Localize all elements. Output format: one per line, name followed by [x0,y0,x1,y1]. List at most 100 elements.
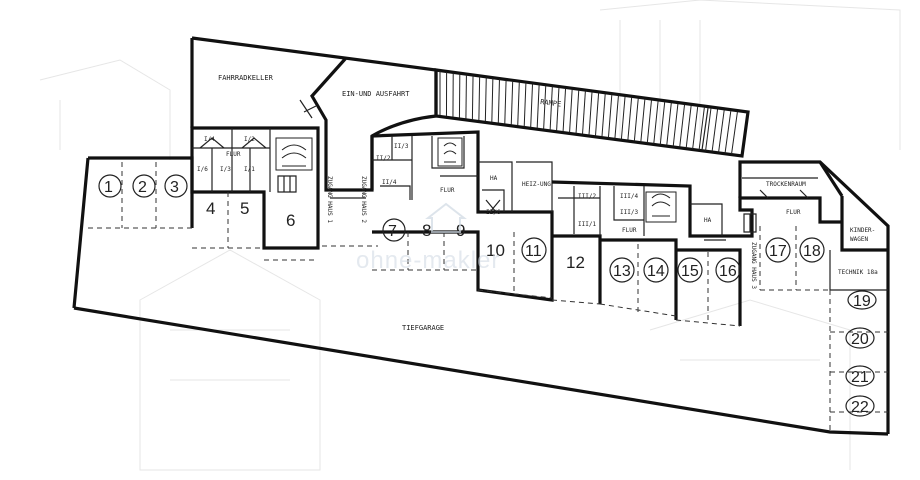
tiefgarage-label: TIEFGARAGE [402,324,444,332]
space-3: 3 [170,179,179,196]
einfahrt-label: EIN-UND AUSFAHRT [342,90,410,98]
space-17: 17 [769,243,787,260]
space-14-circle [643,257,669,283]
ramp-hatch-line [569,89,573,133]
kinderwagen-label-1: KINDER- [850,227,875,234]
ramp-hatch-line [530,83,534,128]
ramp-hatch-line [659,101,666,145]
flur-house3a: FLUR [622,227,637,234]
ha-house2: HA [490,175,498,182]
space-2-circle [132,174,156,198]
ramp-hatch-line [666,102,672,146]
ramp-hatch-line [705,108,712,151]
space-7-circle [382,218,406,242]
space-14: 14 [647,263,665,280]
cellar-I-3: I/3 [220,166,231,173]
ramp-hatch-line [465,74,467,119]
watermark-text: ohne-makler [356,247,500,274]
ramp-hatch-line [562,88,567,132]
cellar-I-2: I/2 [244,136,255,143]
ramp-hatch-line [698,107,705,150]
ramp-hatch-line [731,112,738,155]
stair-house2 [437,137,463,167]
house2-block: II/3 II/2 II/4 II/6 FLUR HA HEIZ-UNG [370,130,554,302]
ramp-hatch-line [620,96,626,140]
ramp-hatch-line [711,109,719,152]
ramp-hatch-line [478,76,481,121]
space-1-circle [98,174,122,198]
space-20: 20 [851,331,869,348]
ramp-label: RAMPE [540,98,562,109]
space-22-circle [845,395,875,417]
space-22: 22 [851,399,869,416]
space-17-circle [765,237,791,263]
ramp-hatch-line [685,105,692,149]
cellar-I-4: I/4 [204,136,215,143]
flur-house2: FLUR [440,187,455,194]
ramp-hatch-line [679,104,686,148]
ramp-hatch-line [504,80,507,124]
ramp: RAMPE [434,68,750,158]
space-21-circle [845,365,875,387]
service-rooms: TROCKENRAUM KINDER- WAGEN TECHNIK 18a [742,177,888,291]
space-2: 2 [138,179,147,196]
space-4: 4 [206,199,215,218]
ramp-hatch-line [633,98,639,142]
space-19-circle [847,290,877,310]
cellar-III-4: III/4 [620,193,638,200]
cellar-I-1: I/1 [244,166,255,173]
heizung-label: HEIZ-UNG [522,181,551,188]
space-12: 12 [566,253,585,272]
fahrradkeller-label: FAHRRADKELLER [218,74,274,82]
space-20-circle [845,327,875,349]
zugang-haus3: ZUGANG HAUS 3 [750,242,757,289]
ramp-hatch-line [672,103,679,147]
ramp-hatch-line [640,99,646,143]
space-10: 10 [486,241,505,260]
space-19: 19 [853,293,871,310]
space-18: 18 [803,243,821,260]
flur-house1: FLUR [226,151,241,158]
cellar-II-6: II/6 [486,209,501,216]
stair-house1 [275,137,313,171]
cellar-I-6: I/6 [197,166,208,173]
space-21: 21 [851,369,869,386]
cellar-II-4: II/4 [382,179,397,186]
cellar-II-2: II/2 [376,155,391,162]
trockenraum-label: TROCKENRAUM [766,181,806,188]
ramp-hatch-line [582,91,586,135]
space-6: 6 [286,211,295,230]
ha-house3: HA [704,217,712,224]
watermark: ohne-makler [356,202,500,274]
ramp-hatch-line [653,101,659,144]
space-3-circle [164,174,188,198]
ramp-hatch-line [601,93,606,137]
cellar-III-2: III/2 [578,193,596,200]
ramp-hatch-line [491,78,494,122]
ramp-hatch-line [718,110,725,153]
ramp-hatch-line [556,87,560,131]
space-13: 13 [613,263,631,280]
space-11: 11 [525,243,542,260]
space-11-circle [521,237,547,263]
flur-house3b: FLUR [786,209,801,216]
ramp-hatch-line [627,97,633,141]
ramp-hatch-line [536,84,540,129]
access-corridors: ZUGANG HAUS 1 ZUGANG HAUS 2 [322,176,378,247]
parking-numbers: 1 2 3 4 5 6 7 8 9 10 11 12 13 14 15 16 1… [98,174,877,417]
ramp-hatch-line [549,86,553,130]
space-16: 16 [719,263,737,280]
kinderwagen-label-2: WAGEN [850,236,868,243]
ramp-hatch-line [471,75,474,120]
background-ghost-drawing [39,0,901,471]
space-16-circle [715,257,741,283]
ramp-hatch-line [614,95,619,139]
space-5: 5 [240,199,249,218]
ramp-hatch-line [588,91,593,136]
cellar-III-1: III/1 [578,221,596,228]
ramp-hatch-line [724,111,732,154]
space-18-circle [799,237,825,263]
stair-house3 [645,191,677,223]
ramp-hatch-line [543,85,547,129]
